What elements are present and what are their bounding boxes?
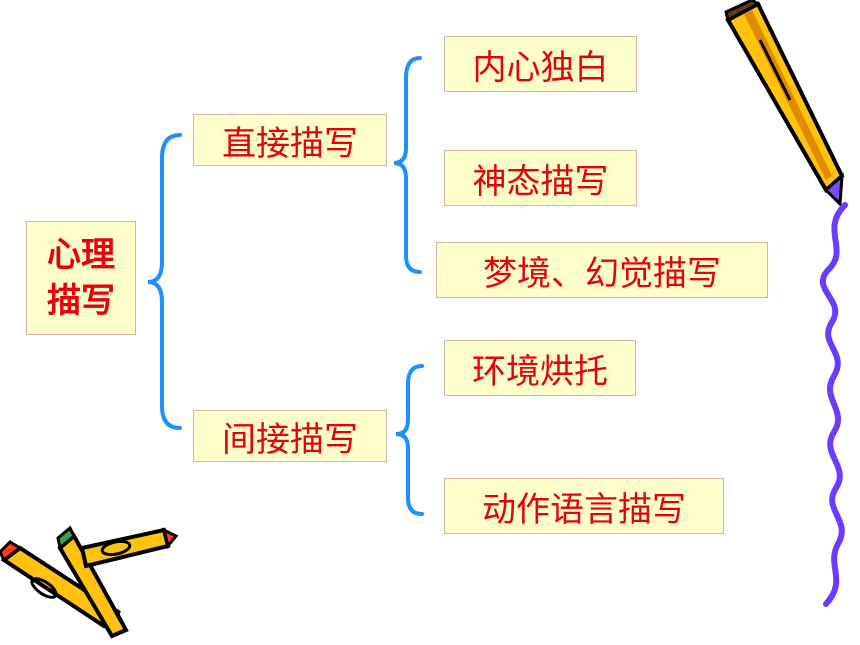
leaf-label: 环境烘托	[472, 351, 608, 392]
root-label-line2: 描写	[47, 281, 115, 321]
branch-direct-label: 直接描写	[222, 123, 358, 164]
leaf-dream-illusion: 梦境、幻觉描写	[436, 242, 768, 298]
squiggle-line-decoration	[819, 202, 848, 607]
leaf-expression: 神态描写	[444, 150, 637, 206]
root-node: 心理 描写	[26, 221, 136, 335]
leaf-label: 梦境、幻觉描写	[483, 253, 721, 294]
root-brace	[147, 133, 182, 430]
indirect-brace	[395, 364, 424, 516]
leaf-inner-monologue: 内心独白	[444, 36, 637, 92]
direct-brace	[393, 56, 422, 274]
pencil-icon	[724, 0, 845, 208]
leaf-label: 动作语言描写	[482, 489, 686, 530]
leaf-label: 内心独白	[472, 47, 609, 88]
leaf-environment: 环境烘托	[444, 340, 636, 396]
branch-indirect-label: 间接描写	[222, 419, 358, 460]
root-label-line1: 心理	[47, 235, 115, 275]
leaf-label: 神态描写	[472, 161, 609, 202]
crossed-pencils-icon	[0, 525, 179, 639]
branch-indirect: 间接描写	[193, 410, 387, 462]
leaf-action-speech: 动作语言描写	[444, 478, 724, 534]
branch-direct: 直接描写	[193, 114, 387, 166]
